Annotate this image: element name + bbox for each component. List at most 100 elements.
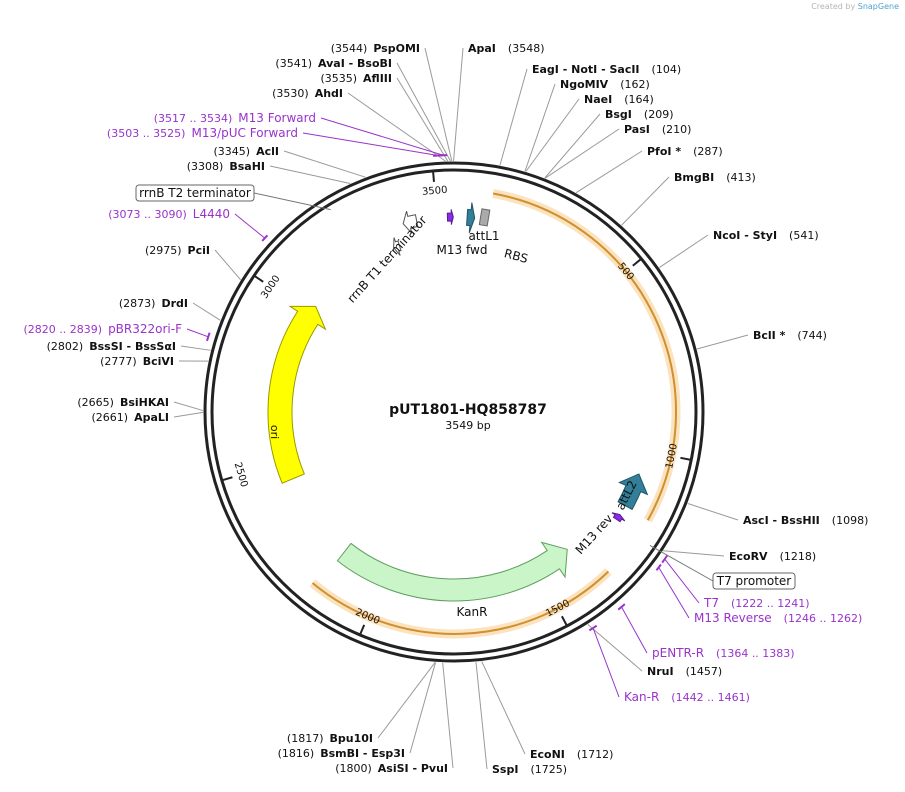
enzyme-label[interactable]: BclI *(744) [753, 329, 827, 342]
enzyme-name: AflIII [363, 72, 392, 85]
enzyme-name: ApaLI [134, 411, 169, 424]
enzyme-leader-line [659, 234, 709, 269]
tick-label: 2000 [354, 607, 382, 627]
enzyme-label[interactable]: (2665)BsiHKAI [77, 396, 169, 409]
enzyme-name: NcoI - StyI [713, 229, 777, 242]
enzyme-name: ApaI [468, 42, 496, 55]
enzyme-label[interactable]: NcoI - StyI (541) [713, 229, 819, 242]
enzyme-leader-line [481, 661, 526, 755]
boxed-feature-frame [712, 572, 796, 590]
enzyme-position: (3541) [275, 57, 312, 70]
orf-arc-bottom [311, 570, 610, 635]
tick-label: 3500 [422, 185, 448, 198]
feature-label[interactable]: RBS [503, 246, 530, 266]
enzyme-label[interactable]: (2873)DrdI [119, 297, 188, 310]
enzyme-name: AclI [256, 145, 279, 158]
enzyme-label[interactable]: (2802)BssSI - BssSαI [47, 340, 176, 353]
enzyme-leader-line [621, 176, 670, 226]
primer-label[interactable]: Kan-R(1442 .. 1461) [624, 690, 750, 704]
feature-label[interactable]: KanR [457, 605, 488, 619]
primer-label[interactable]: pENTR-R(1364 .. 1383) [652, 646, 795, 660]
enzyme-name: NruI [647, 665, 674, 678]
primer-leader-line [186, 328, 209, 338]
enzyme-label[interactable]: (2661)ApaLI [92, 411, 170, 424]
enzyme-label[interactable]: (1816)BsmBI - Esp3I [278, 747, 405, 760]
enzyme-leader-line [173, 411, 204, 418]
enzyme-position: (3345) [214, 145, 251, 158]
enzyme-label[interactable]: (1817)Bpu10I [287, 732, 373, 745]
tick-mark [222, 476, 233, 482]
enzyme-label[interactable]: EagI - NotI - SacII(104) [532, 63, 681, 76]
enzyme-label[interactable]: (3530)AhdI [272, 87, 343, 100]
tick-mark [680, 456, 691, 461]
feature-label[interactable]: rrnB T1 terminator [344, 213, 429, 305]
primer-name: L4440 [193, 207, 230, 221]
enzyme-label[interactable]: (1800)AsiSI - PvuI [335, 762, 448, 775]
primer-label[interactable]: M13 Reverse(1246 .. 1262) [694, 611, 862, 625]
enzyme-label[interactable]: (2975)PciI [145, 244, 210, 257]
enzyme-label[interactable]: (3544)PspOMI [331, 42, 420, 55]
enzyme-label[interactable]: PfoI *(287) [647, 145, 723, 158]
primer-label[interactable]: (3517 .. 3534)M13 Forward [154, 111, 316, 125]
enzyme-position: (210) [662, 123, 692, 136]
primer-label[interactable]: (3073 .. 3090)L4440 [108, 207, 230, 221]
enzyme-name: PfoI * [647, 145, 681, 158]
feature-label[interactable]: ori [268, 425, 281, 439]
enzyme-name: Bpu10I [330, 732, 374, 745]
enzyme-label[interactable]: SspI(1725) [492, 763, 567, 776]
attl1-arrow [466, 202, 476, 234]
enzyme-leader-line [453, 47, 464, 162]
enzyme-label[interactable]: NaeI(164) [584, 93, 654, 106]
enzyme-label[interactable]: BsgI(209) [605, 108, 674, 121]
boxed-feature-leader [649, 544, 714, 582]
tick-mark [561, 615, 568, 626]
enzyme-label[interactable]: (3535)AflIII [320, 72, 392, 85]
enzyme-label[interactable]: (3308)BsaHI [187, 160, 265, 173]
ori-arrow [267, 305, 327, 484]
feature-label[interactable]: attL1 [468, 229, 499, 243]
boxed-feature-label[interactable]: T7 promoter [716, 574, 792, 588]
enzyme-position: (541) [789, 229, 819, 242]
enzyme-label[interactable]: (3541)AvaI - BsoBI [275, 57, 392, 70]
enzyme-label[interactable]: AscI - BssHII(1098) [743, 514, 868, 527]
enzyme-leader-line [544, 113, 601, 179]
enzyme-name: AscI - BssHII [743, 514, 820, 527]
primer-range: (2820 .. 2839) [24, 323, 103, 336]
enzyme-label[interactable]: PasI(210) [624, 123, 691, 136]
primer-range: (1246 .. 1262) [784, 612, 863, 625]
enzyme-name: NaeI [584, 93, 612, 106]
enzyme-label[interactable]: BmgBI(413) [674, 171, 756, 184]
tick-mark [359, 624, 366, 635]
enzyme-label[interactable]: (3345) AclI [214, 145, 279, 158]
enzyme-leader-line [524, 83, 556, 172]
boxed-feature-label[interactable]: rrnB T2 terminator [139, 186, 251, 200]
enzyme-label[interactable]: EcoRV(1218) [729, 550, 816, 563]
enzyme-label[interactable]: (2777)BciVI [100, 355, 174, 368]
primer-label[interactable]: (2820 .. 2839)pBR322ori-F [24, 322, 183, 336]
backbone-outer-ring [203, 161, 705, 663]
rrnb-t1-arrow-2 [393, 237, 402, 256]
primer-label[interactable]: T7(1222 .. 1241) [703, 596, 810, 610]
orf-arc-glow-top [492, 189, 681, 523]
enzyme-leader-line [283, 150, 366, 178]
enzyme-leader-line [587, 624, 643, 672]
primer-label[interactable]: (3503 .. 3525)M13/pUC Forward [107, 126, 298, 140]
tick-label: 1500 [544, 598, 572, 620]
enzyme-label[interactable]: EcoNI(1712) [530, 748, 613, 761]
enzyme-position: (744) [797, 329, 827, 342]
enzyme-leader-line [269, 165, 351, 184]
enzyme-label[interactable]: ApaI(3548) [468, 42, 544, 55]
enzyme-leader-line [396, 62, 451, 162]
enzyme-label[interactable]: NruI(1457) [647, 665, 722, 678]
feature-label[interactable]: M13 rev [573, 512, 616, 557]
enzyme-position: (1800) [335, 762, 372, 775]
attl2-arrow [617, 473, 649, 511]
feature-label[interactable]: M13 fwd [437, 243, 488, 257]
primer-leader-line [592, 627, 620, 698]
snapgene-logo-text: SnapGene [857, 2, 899, 11]
boxed-feature-frame [135, 184, 255, 202]
enzyme-label[interactable]: NgoMIV(162) [560, 78, 650, 91]
enzyme-position: (1712) [577, 748, 614, 761]
m13-rev-arrow [611, 512, 626, 523]
